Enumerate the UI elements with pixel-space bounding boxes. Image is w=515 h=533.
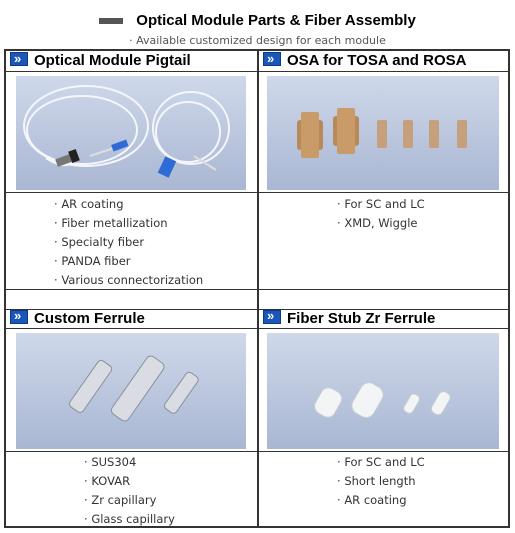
feature-list: SUS304 KOVAR Zr capillary Glass capillar…: [84, 453, 175, 529]
image-cell-ferrule: [5, 328, 258, 452]
list-item: PANDA fiber: [54, 252, 203, 271]
list-item: XMD, Wiggle: [337, 214, 425, 233]
section-header-pigtail: Optical Module Pigtail: [5, 49, 258, 72]
features-cell-osa: For SC and LC XMD, Wiggle: [258, 192, 509, 290]
image-cell-osa: [258, 71, 509, 193]
spacer-cell: [5, 289, 258, 310]
list-item: For SC and LC: [337, 195, 424, 214]
pigtail-image: [16, 76, 246, 190]
ferrule-image: [16, 333, 246, 449]
osa-image: [267, 76, 499, 190]
features-cell-pigtail: AR coating Fiber metallization Specialty…: [5, 192, 258, 290]
features-cell-fiber-stub: For SC and LC Short length AR coating: [258, 451, 509, 527]
arrow-right-icon: [10, 307, 28, 325]
page-subtitle: Available customized design for each mod…: [0, 34, 515, 47]
list-item: AR coating: [337, 491, 425, 510]
list-item: Various connectorization: [54, 271, 203, 290]
arrow-right-icon: [10, 49, 28, 69]
list-item: Zr capillary: [84, 491, 175, 510]
image-cell-pigtail: [5, 71, 258, 193]
list-item: Short length: [337, 472, 425, 491]
section-header-ferrule: Custom Ferrule: [5, 307, 258, 329]
list-item: Specialty fiber: [54, 233, 203, 252]
page-title-row: Optical Module Parts & Fiber Assembly: [0, 10, 515, 32]
section-title: Optical Module Pigtail: [34, 52, 191, 69]
fiber-stub-image: [267, 333, 499, 449]
section-header-osa: OSA for TOSA and ROSA: [258, 49, 509, 72]
arrow-right-icon: [263, 307, 281, 325]
section-title: Fiber Stub Zr Ferrule: [287, 310, 436, 327]
section-header-fiber-stub: Fiber Stub Zr Ferrule: [258, 307, 509, 329]
section-title: Custom Ferrule: [34, 310, 145, 327]
feature-list: For SC and LC Short length AR coating: [337, 453, 425, 510]
feature-list: AR coating Fiber metallization Specialty…: [54, 195, 203, 290]
section-title: OSA for TOSA and ROSA: [287, 52, 467, 69]
product-grid: Optical Module Pigtail OSA for TOSA and …: [4, 49, 510, 528]
list-item: Fiber metallization: [54, 214, 203, 233]
arrow-right-icon: [263, 49, 281, 69]
feature-list: For SC and LC XMD, Wiggle: [337, 195, 425, 233]
page-title: Optical Module Parts & Fiber Assembly: [136, 12, 416, 29]
list-item: For SC and LC: [337, 453, 424, 472]
image-cell-fiber-stub: [258, 328, 509, 452]
list-item: SUS304: [84, 453, 175, 472]
spacer-cell: [258, 289, 509, 310]
list-item: Glass capillary: [84, 510, 175, 529]
list-item: KOVAR: [84, 472, 175, 491]
features-cell-ferrule: SUS304 KOVAR Zr capillary Glass capillar…: [5, 451, 258, 527]
list-item: AR coating: [54, 195, 203, 214]
title-bar-icon: [99, 17, 124, 24]
